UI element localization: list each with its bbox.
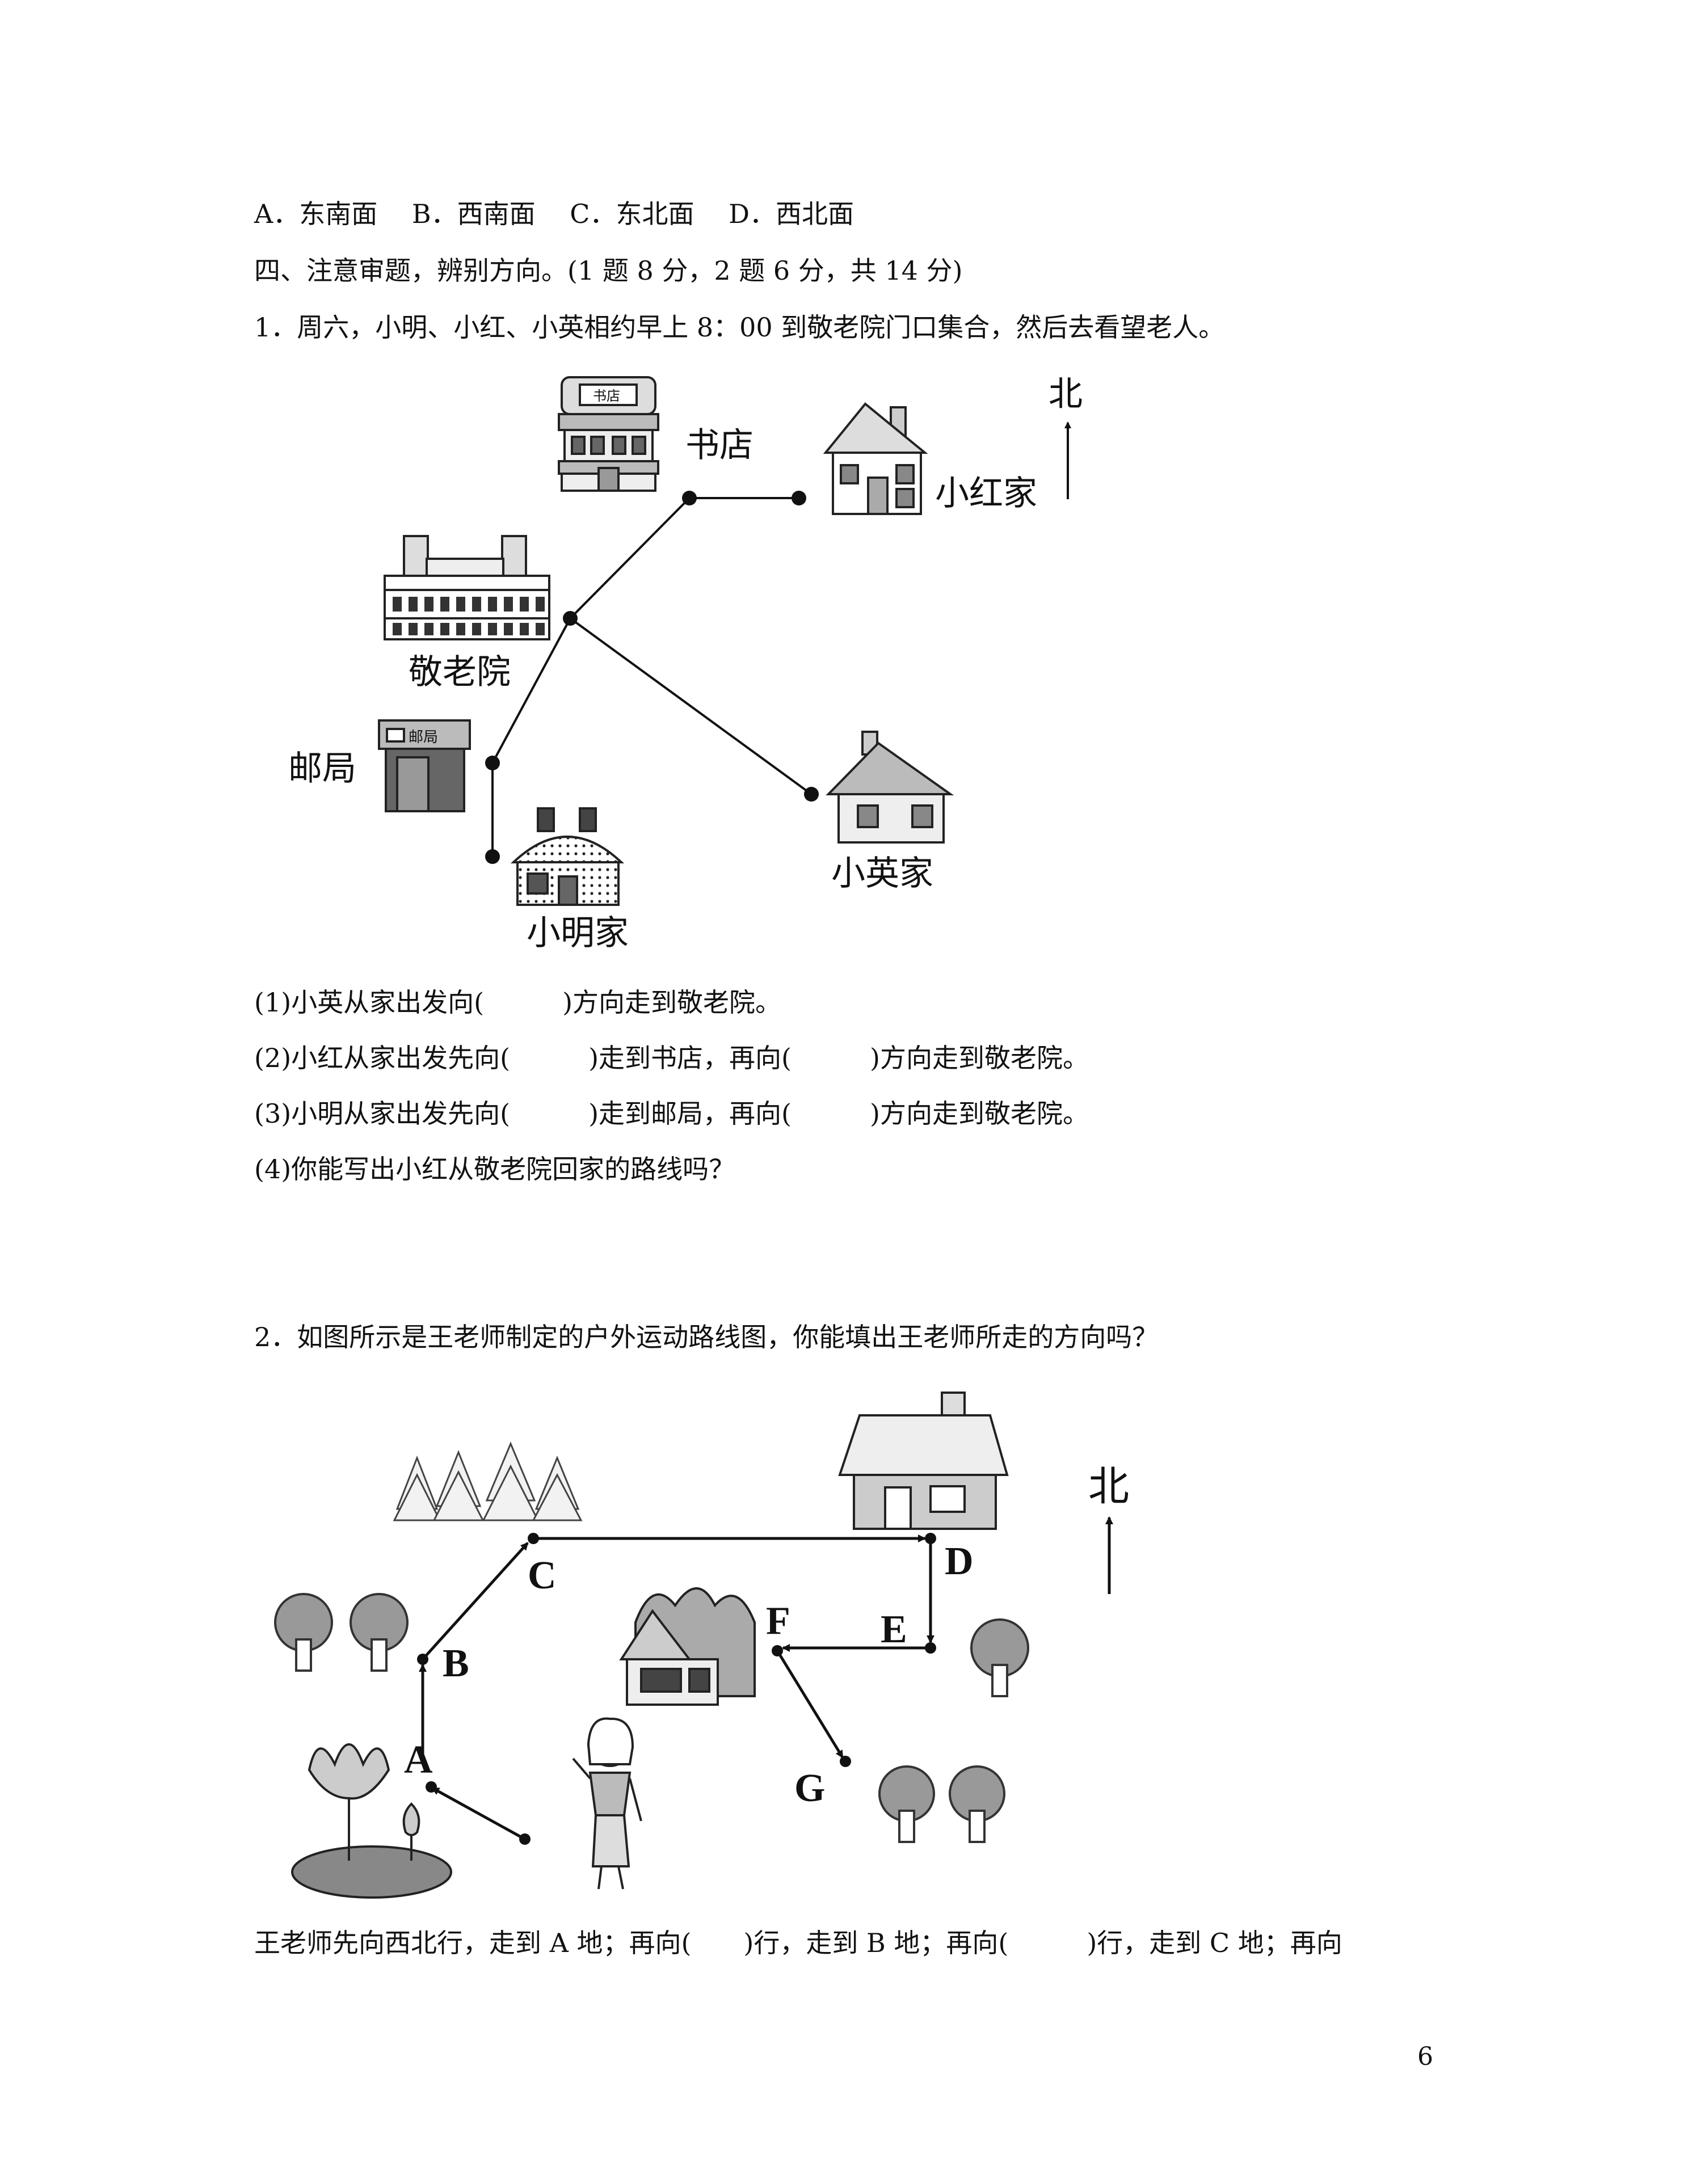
round-tree-right-icon	[970, 1618, 1029, 1697]
route-points	[417, 1533, 936, 1845]
route-nodes	[485, 491, 819, 864]
route-lines	[491, 497, 813, 857]
post-office-sign: 邮局	[409, 729, 438, 746]
north-label-2: 北	[1088, 1462, 1129, 1510]
bookstore-sign: 书店	[593, 388, 620, 404]
round-trees-left-icon	[274, 1593, 409, 1672]
point-b-label: B	[443, 1642, 469, 1685]
question-1-sub-2: (2)小红从家出发先向( )走到书店，再向( )方向走到敬老院。	[254, 1043, 1089, 1073]
nursing-home-label: 敬老院	[409, 652, 511, 692]
cottage-icon	[619, 1587, 756, 1706]
post-office-label: 邮局	[288, 749, 356, 789]
xiaohong-home-label: 小红家	[935, 474, 1037, 513]
xiaoying-home-label: 小英家	[831, 854, 933, 893]
point-c-label: C	[528, 1554, 557, 1597]
xiaoming-home-icon	[510, 807, 625, 906]
nursing-home-icon	[384, 535, 550, 640]
point-d-label: D	[945, 1540, 974, 1583]
question-1-sub-1: (1)小英从家出发向( )方向走到敬老院。	[254, 987, 782, 1018]
xiaoming-home-label: 小明家	[527, 913, 629, 953]
big-house-icon	[838, 1392, 1009, 1530]
section-title: 四、注意审题，辨别方向。(1 题 8 分，2 题 6 分，共 14 分)	[254, 255, 963, 286]
route-arrows	[419, 1534, 934, 1841]
xiaoying-home-icon	[826, 731, 954, 844]
bookstore-label: 书店	[685, 425, 754, 465]
question-1-sub-3: (3)小明从家出发先向( )走到邮局，再向( )方向走到敬老院。	[254, 1098, 1089, 1129]
question-1-sub-4: (4)你能写出小红从敬老院回家的路线吗？	[254, 1154, 735, 1184]
point-e-label: E	[881, 1608, 907, 1651]
map-2: 北 A B C D E F G	[274, 1392, 1129, 1899]
question-2-answer-line: 王老师先向西北行，走到 A 地；再向( )行，走到 B 地；再向( )行，走到 …	[254, 1928, 1342, 1958]
point-f-label: F	[766, 1599, 790, 1643]
xiaohong-home-icon	[823, 402, 928, 515]
previous-question-options: A．东南面 B．西南面 C．东北面 D．西北面	[254, 199, 854, 229]
point-a-label: A	[404, 1738, 433, 1782]
north-label: 北	[1049, 374, 1083, 414]
teacher-icon	[572, 1717, 642, 1890]
post-office-icon: 邮局	[378, 719, 471, 812]
map-1: 北 书店 书店	[288, 374, 1083, 953]
bookstore-icon: 书店	[558, 376, 659, 492]
question-1-text: 1．周六，小明、小红、小英相约早上 8：00 到敬老院门口集合，然后去看望老人。	[254, 312, 1225, 343]
lotus-pond-icon	[291, 1743, 452, 1899]
page-number: 6	[1417, 2042, 1433, 2071]
round-trees-bottom-icon	[878, 1765, 1005, 1843]
question-2-text: 2．如图所示是王老师制定的户外运动路线图，你能填出王老师所走的方向吗？	[254, 1322, 1159, 1352]
pine-trees-icon	[393, 1441, 583, 1521]
point-g-label: G	[794, 1766, 825, 1810]
